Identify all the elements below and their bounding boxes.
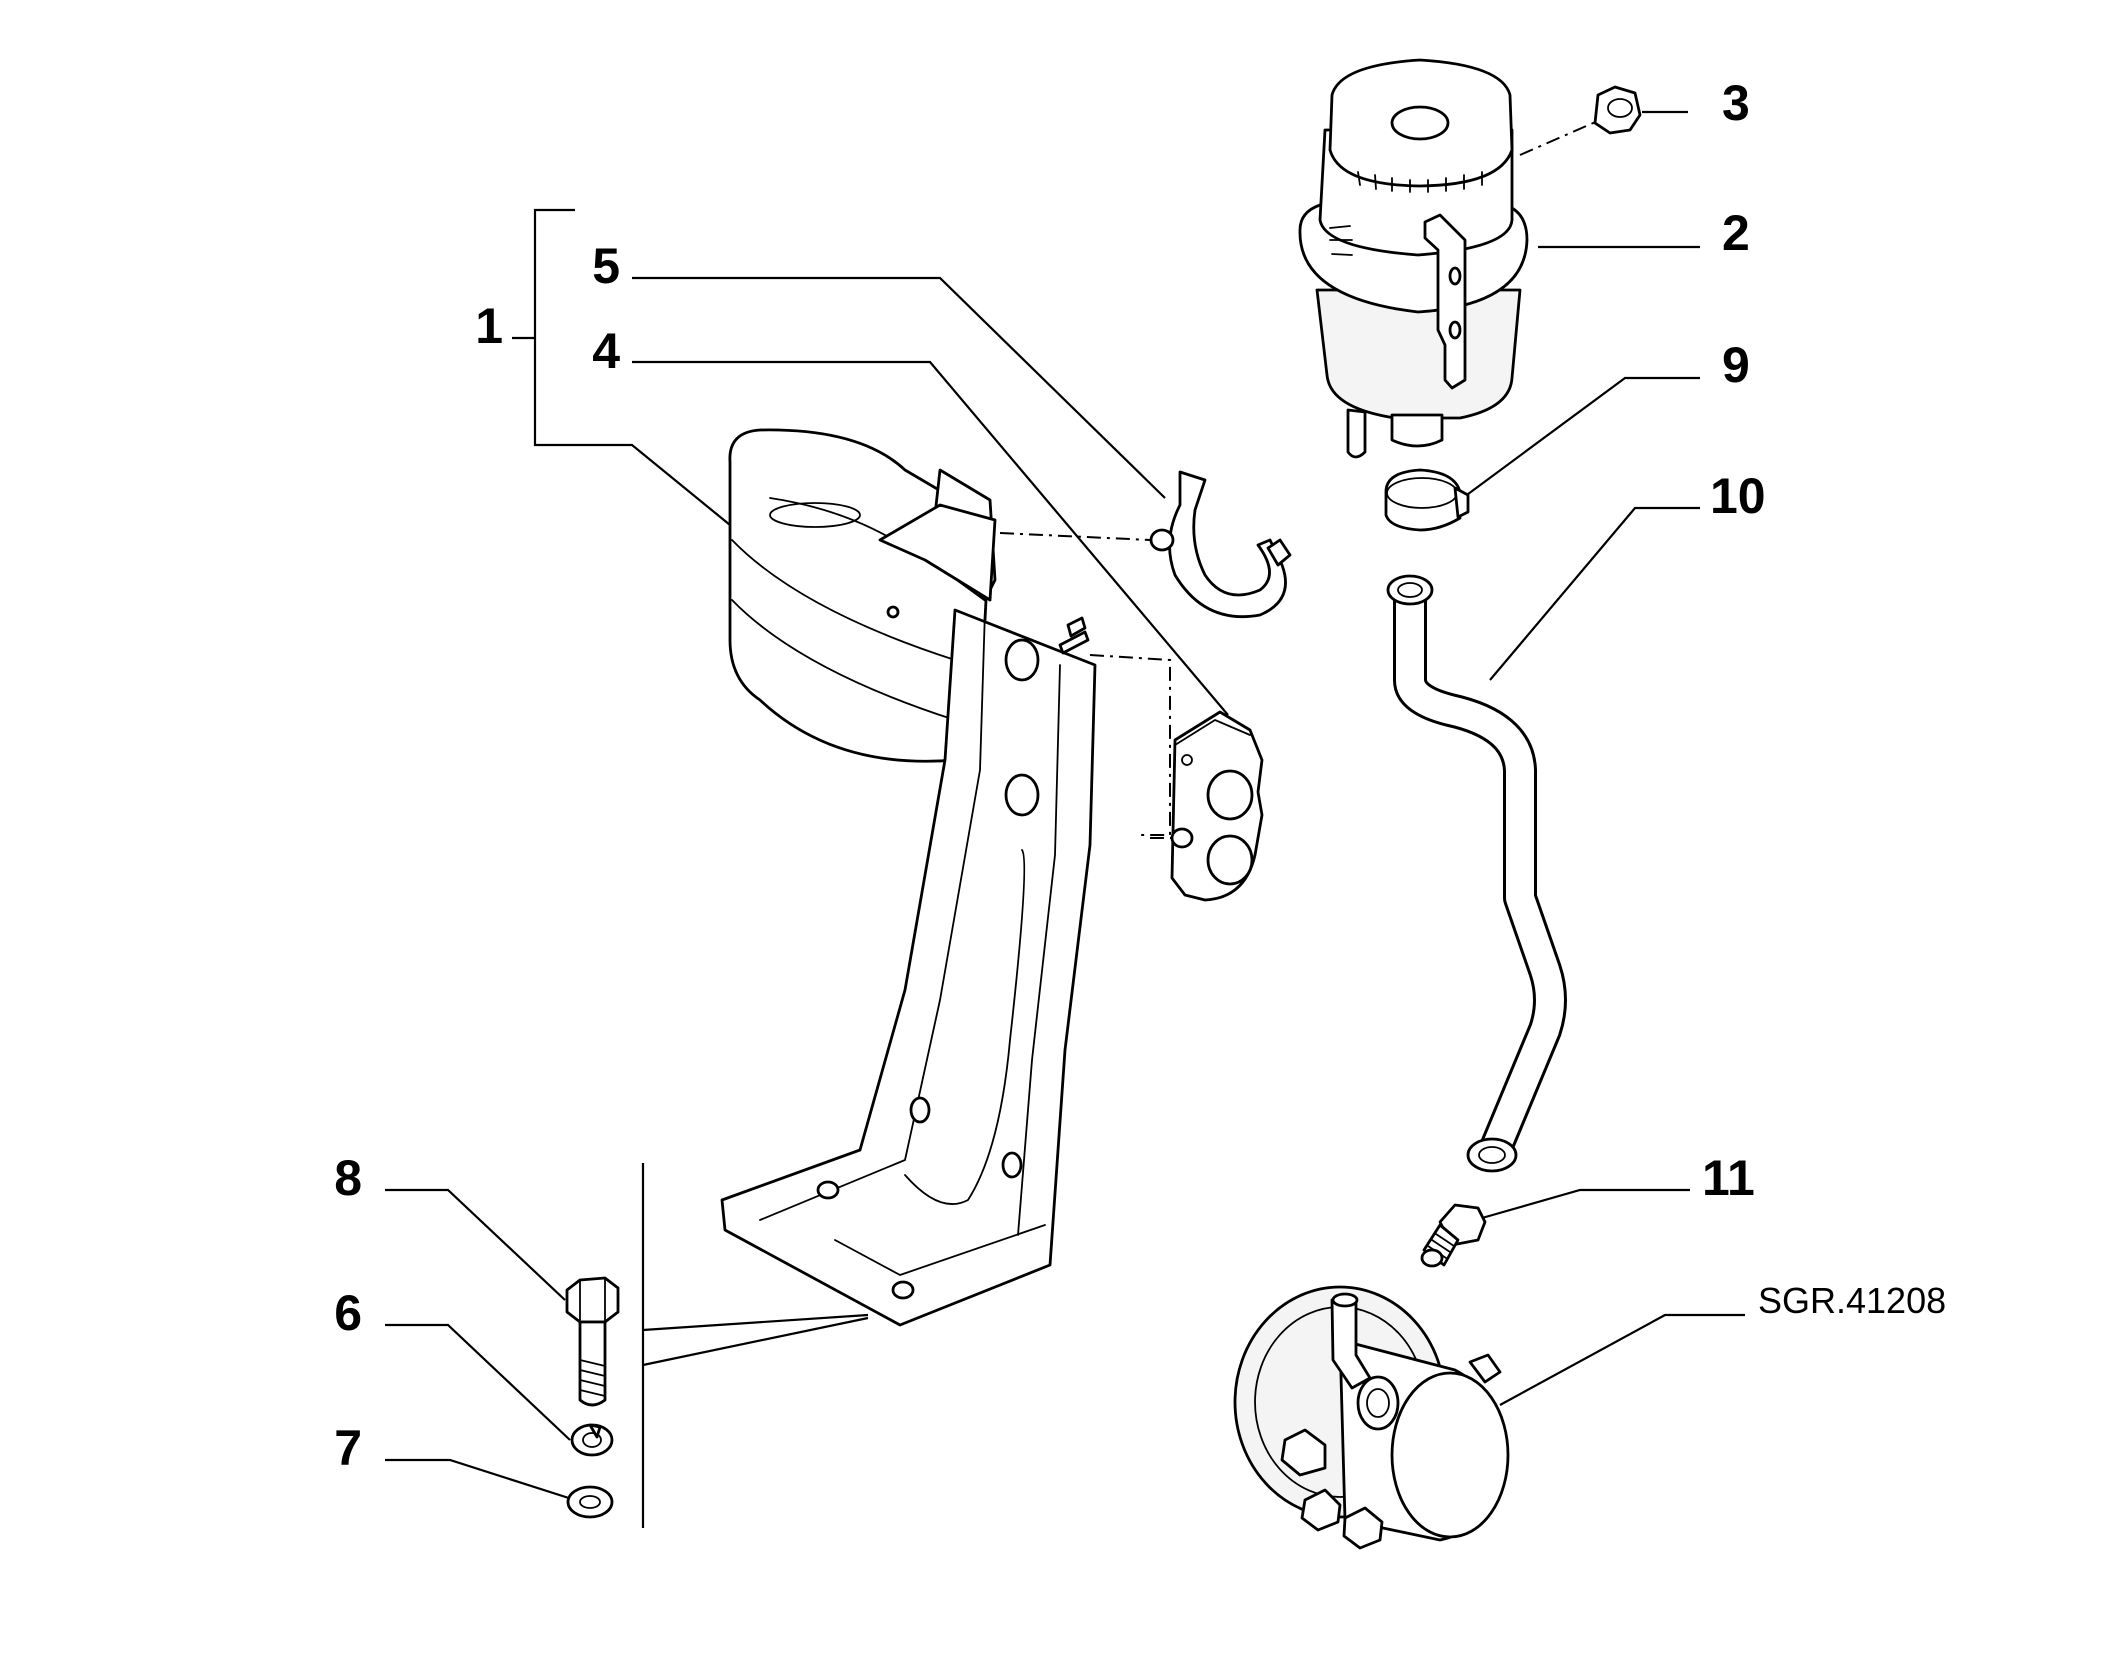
leader-group-b xyxy=(642,1316,869,1367)
callout-2: 2 xyxy=(1722,205,1750,261)
leader-1-bracket xyxy=(533,208,731,526)
part-7-washer xyxy=(566,1485,614,1519)
part-11-fitting xyxy=(1420,1203,1487,1268)
part-4-double-clamp xyxy=(1170,710,1264,902)
callout-6: 6 xyxy=(334,1285,362,1341)
part-5-clamp xyxy=(1149,470,1292,619)
leader-lines xyxy=(385,110,1745,1528)
callout-10: 10 xyxy=(1710,468,1766,524)
reference-code: SGR.41208 xyxy=(1758,1280,1946,1321)
part-8-bolt xyxy=(565,1276,620,1407)
callout-labels: 1 3 2 4 5 6 7 8 9 10 11 SGR.41208 xyxy=(334,75,1946,1476)
leader-7 xyxy=(385,1458,576,1502)
leader-6 xyxy=(385,1323,571,1441)
callout-4: 4 xyxy=(592,323,620,379)
leader-group-a xyxy=(642,1313,869,1332)
pump-assembly xyxy=(1233,1285,1510,1550)
callout-11: 11 xyxy=(1702,1150,1755,1206)
callout-2-3: 3 xyxy=(1722,75,1750,131)
part-2-reservoir xyxy=(1298,58,1529,459)
callout-9: 9 xyxy=(1722,337,1750,393)
leader-10 xyxy=(1489,506,1700,681)
leader-pump xyxy=(1499,1313,1745,1406)
leader-9 xyxy=(1459,376,1700,501)
callout-7: 7 xyxy=(334,1420,362,1476)
part-10-hose xyxy=(1386,574,1567,1173)
leader-5 xyxy=(632,276,1166,499)
part-9-hose-clip xyxy=(1384,468,1470,532)
leader-11 xyxy=(1474,1188,1690,1222)
leader-8 xyxy=(385,1188,566,1301)
callout-8: 8 xyxy=(334,1150,362,1206)
callout-1: 1 xyxy=(475,298,503,354)
callout-5: 5 xyxy=(592,238,620,294)
leader-4 xyxy=(632,360,1229,716)
part-3-nut xyxy=(1593,85,1642,135)
part-6-lock-washer xyxy=(570,1423,614,1457)
part-1-bracket xyxy=(720,428,1097,1327)
